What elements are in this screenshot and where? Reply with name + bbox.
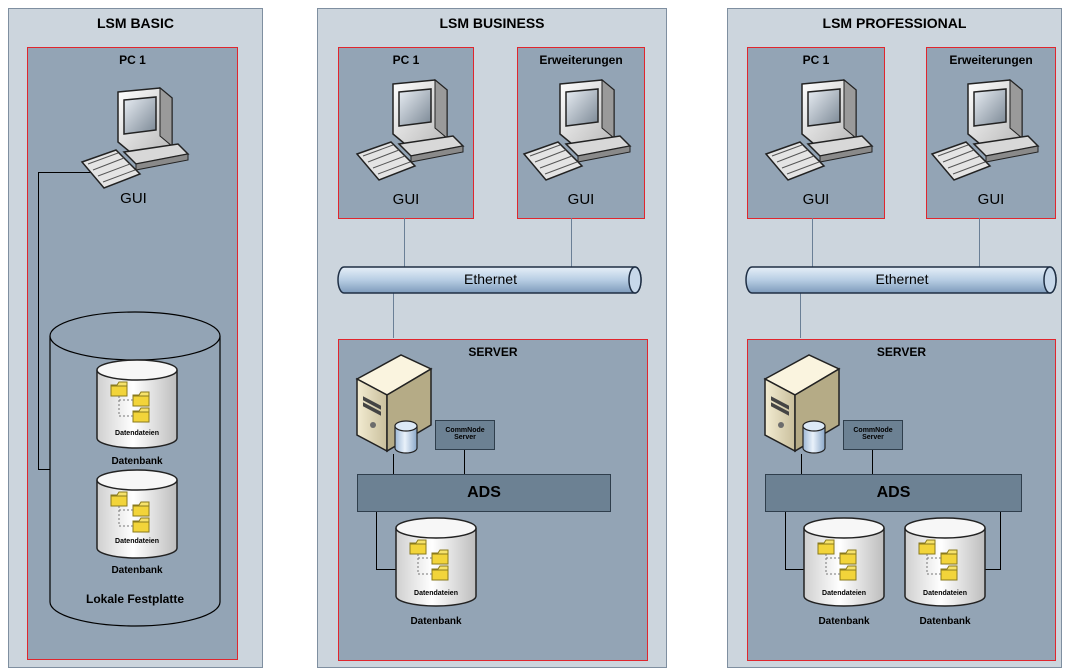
pc-title: PC 1 bbox=[392, 53, 420, 67]
gui-label: GUI bbox=[392, 191, 420, 208]
connector-line bbox=[38, 172, 96, 173]
connector-line bbox=[38, 172, 39, 469]
local-disk-label: Lokale Festplatte bbox=[85, 592, 185, 606]
connector-line bbox=[800, 293, 801, 338]
column-title: LSM PROFESSIONAL bbox=[822, 15, 967, 31]
database-cylinder-icon bbox=[802, 420, 826, 454]
database-label: Datenbank bbox=[410, 616, 462, 627]
server-title: SERVER bbox=[876, 345, 927, 359]
database-inner-label: Datendateien bbox=[822, 590, 866, 597]
database-label: Datenbank bbox=[919, 616, 971, 627]
computer-icon bbox=[81, 87, 189, 189]
database-label: Datenbank bbox=[111, 456, 163, 467]
computer-icon bbox=[356, 79, 464, 181]
commnode-label: CommNode Server bbox=[853, 427, 893, 441]
connector-line bbox=[393, 454, 394, 474]
connector-line bbox=[785, 512, 786, 569]
computer-icon bbox=[931, 79, 1039, 181]
column-title: LSM BASIC bbox=[97, 15, 174, 31]
connector-line bbox=[979, 218, 980, 268]
connector-line bbox=[464, 450, 465, 474]
extensions-title: Erweiterungen bbox=[539, 53, 623, 67]
database-inner-label: Datendateien bbox=[923, 590, 967, 597]
computer-icon bbox=[523, 79, 631, 181]
connector-line bbox=[812, 218, 813, 268]
ads-label: ADS bbox=[467, 484, 501, 501]
connector-line bbox=[801, 454, 802, 474]
database-cylinder-icon bbox=[394, 420, 418, 454]
ads-bar: ADS bbox=[357, 474, 611, 512]
database-inner-label: Datendateien bbox=[115, 538, 159, 545]
commnode-server-box: CommNode Server bbox=[843, 420, 903, 450]
gui-label: GUI bbox=[802, 191, 830, 208]
pc-title: PC 1 bbox=[119, 53, 146, 67]
column-title: LSM BUSINESS bbox=[439, 15, 545, 31]
connector-line bbox=[571, 218, 572, 268]
database-cylinder-icon bbox=[97, 360, 177, 452]
computer-icon bbox=[765, 79, 873, 181]
commnode-server-box: CommNode Server bbox=[435, 420, 495, 450]
connector-line bbox=[872, 450, 873, 474]
ethernet-pipe-icon bbox=[745, 266, 1057, 294]
database-cylinder-icon bbox=[97, 470, 177, 562]
connector-line bbox=[1000, 512, 1001, 569]
database-inner-label: Datendateien bbox=[414, 590, 458, 597]
connector-line bbox=[376, 569, 398, 570]
database-label: Datenbank bbox=[111, 565, 163, 576]
gui-label: GUI bbox=[120, 190, 147, 207]
connector-line bbox=[984, 569, 1001, 570]
gui-label: GUI bbox=[977, 191, 1005, 208]
database-inner-label: Datendateien bbox=[115, 430, 159, 437]
ads-bar: ADS bbox=[765, 474, 1022, 512]
gui-label: GUI bbox=[567, 191, 595, 208]
ethernet-label: Ethernet bbox=[464, 271, 517, 287]
database-label: Datenbank bbox=[818, 616, 870, 627]
server-title: SERVER bbox=[468, 345, 518, 359]
pc-title: PC 1 bbox=[802, 53, 830, 67]
ads-label: ADS bbox=[876, 484, 911, 501]
extensions-title: Erweiterungen bbox=[949, 53, 1033, 67]
ethernet-pipe-icon bbox=[337, 266, 642, 294]
connector-line bbox=[785, 569, 805, 570]
connector-line bbox=[393, 293, 394, 338]
commnode-label: CommNode Server bbox=[445, 427, 485, 441]
connector-line bbox=[376, 512, 377, 569]
connector-line bbox=[404, 218, 405, 268]
ethernet-label: Ethernet bbox=[875, 271, 929, 287]
